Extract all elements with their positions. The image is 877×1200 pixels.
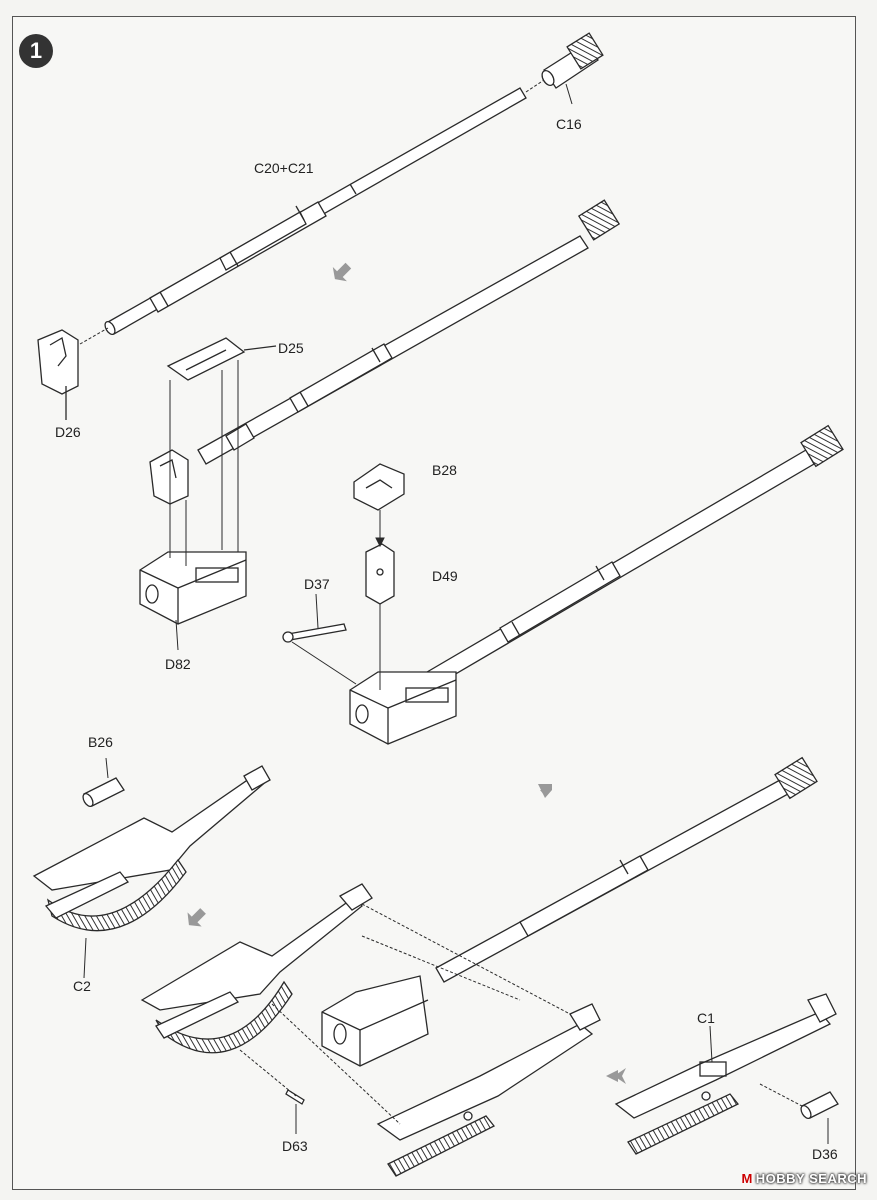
label-d82: D82 <box>165 656 191 672</box>
watermark-logo-icon: M <box>741 1171 753 1186</box>
label-b26: B26 <box>88 734 113 750</box>
direction-arrow-1 <box>332 262 352 282</box>
part-d25-cover <box>166 337 277 381</box>
part-c2-cradle <box>32 765 271 932</box>
label-c2: C2 <box>73 978 91 994</box>
barrel-assembled-2 <box>197 199 621 465</box>
part-d26-clamp <box>37 329 79 420</box>
label-d26: D26 <box>55 424 81 440</box>
label-d63: D63 <box>282 1138 308 1154</box>
part-c1-trail <box>614 993 837 1155</box>
label-d37: D37 <box>304 576 330 592</box>
part-d63-pin <box>285 1089 305 1105</box>
label-d36: D36 <box>812 1146 838 1162</box>
part-d37-pin <box>282 623 347 643</box>
step-number-badge: 1 <box>19 34 53 68</box>
guide-lines-center <box>239 903 571 1125</box>
part-d49-bracket <box>365 543 395 605</box>
watermark-text: HOBBY SEARCH <box>755 1171 867 1186</box>
part-breech-center <box>321 975 429 1067</box>
label-b28: B28 <box>432 462 457 478</box>
guide-lines-d82 <box>169 360 239 651</box>
label-c16: C16 <box>556 116 582 132</box>
barrel-assembled-4 <box>435 756 818 983</box>
guide-lines-3 <box>291 510 385 690</box>
part-d82-breech <box>139 551 247 625</box>
part-breech-3 <box>349 671 457 745</box>
part-c16-muzzle-brake <box>541 32 604 89</box>
barrel-c20-c21 <box>104 87 527 336</box>
part-trail-center <box>376 1003 601 1177</box>
part-cradle-center <box>140 883 373 1054</box>
part-clamp-2 <box>149 449 189 505</box>
barrel-assembled-3 <box>409 424 844 697</box>
label-d25: D25 <box>278 340 304 356</box>
label-c1: C1 <box>697 1010 715 1026</box>
direction-arrow-3 <box>187 908 206 927</box>
part-b28-cap <box>353 463 405 511</box>
label-c20-c21: C20+C21 <box>254 160 314 176</box>
part-d36-cylinder <box>800 1091 839 1120</box>
direction-arrow-4 <box>606 1068 626 1084</box>
direction-arrow-2 <box>538 784 552 798</box>
label-d49: D49 <box>432 568 458 584</box>
part-b26-cylinder <box>82 777 125 808</box>
